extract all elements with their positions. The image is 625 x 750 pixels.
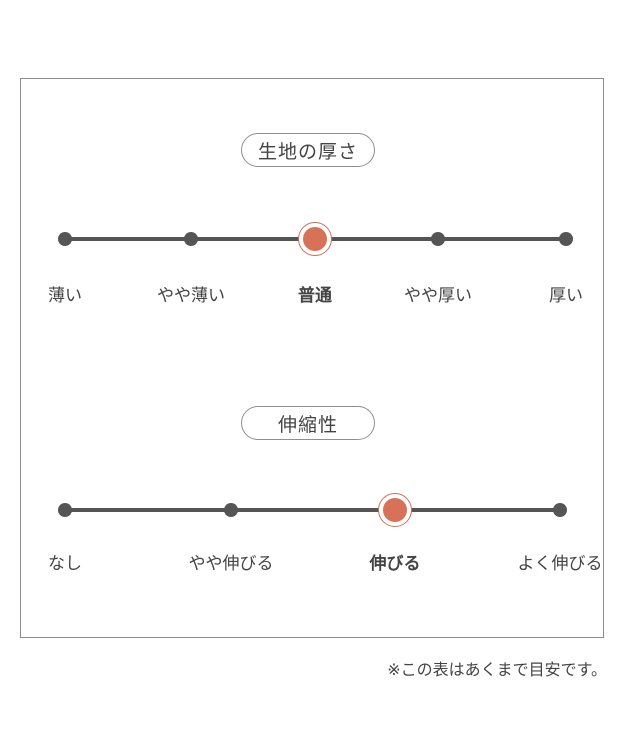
stretch-scale: なし やや伸びる 伸びる よく伸びる (21, 466, 605, 574)
disclaimer-note: ※この表はあくまで目安です。 (387, 660, 607, 679)
thickness-label-4: やや厚い (404, 286, 472, 306)
fabric-info-panel: 生地の厚さ 薄い やや薄い 普通 やや厚い 厚い 伸縮性 なし やや伸びる 伸び… (20, 78, 604, 638)
stretch-label-4: よく伸びる (517, 554, 603, 574)
thickness-scale: 薄い やや薄い 普通 やや厚い 厚い (21, 195, 605, 306)
stretch-scale-line (65, 508, 561, 512)
thickness-selected-dot (303, 227, 327, 251)
stretch-label-2: やや伸びる (188, 554, 274, 574)
stretch-scale-dot-2 (224, 503, 238, 517)
thickness-scale-dot-4 (431, 232, 445, 246)
thickness-scale-dot-5 (559, 232, 573, 246)
thickness-title-badge: 生地の厚さ (241, 133, 375, 167)
thickness-title: 生地の厚さ (257, 140, 358, 163)
thickness-label-selected: 普通 (298, 286, 332, 306)
stretch-scale-dot-4 (553, 503, 567, 517)
stretch-selected-dot (383, 498, 407, 522)
thickness-label-1: 薄い (48, 286, 82, 306)
thickness-label-2: やや薄い (157, 286, 225, 306)
thickness-scale-dot-2 (184, 232, 198, 246)
stretch-title: 伸縮性 (277, 413, 338, 436)
stretch-label-selected: 伸びる (369, 554, 421, 574)
stretch-title-badge: 伸縮性 (241, 406, 375, 440)
thickness-scale-dot-1 (58, 232, 72, 246)
thickness-label-5: 厚い (549, 286, 583, 306)
stretch-label-1: なし (48, 554, 82, 574)
stretch-scale-dot-1 (58, 503, 72, 517)
